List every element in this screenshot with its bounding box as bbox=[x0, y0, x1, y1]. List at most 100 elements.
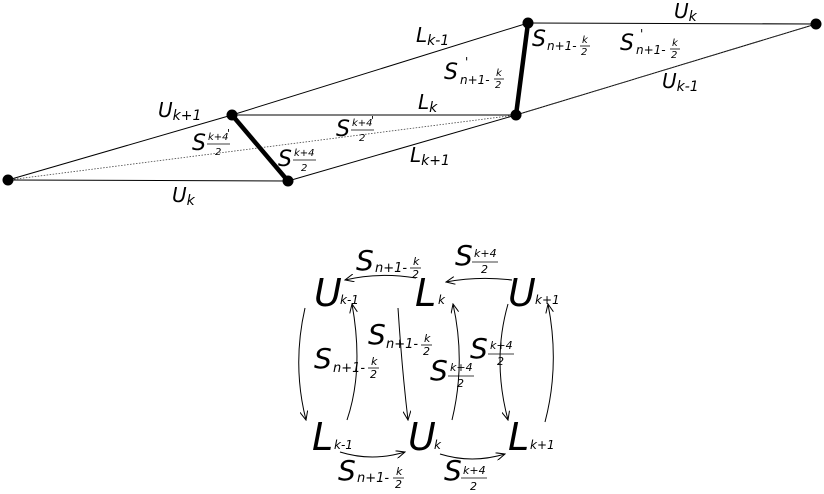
label-s-n1-k2-middle: S n+1- k 2 bbox=[368, 318, 432, 358]
svg-text:S: S bbox=[278, 147, 292, 172]
svg-text:k+4: k+4 bbox=[294, 148, 315, 159]
node-u-k+1: U k+1 bbox=[508, 271, 560, 315]
svg-text:2: 2 bbox=[470, 480, 477, 493]
label-s-prime-n1-k2-middle: S ' n+1- k 2 bbox=[444, 55, 504, 91]
svg-text:2: 2 bbox=[370, 368, 377, 381]
arrow-l-k-to-u-k-1 bbox=[345, 275, 417, 280]
arrow-l-k-1-to-u-k bbox=[339, 452, 405, 457]
svg-text:n+1-: n+1- bbox=[375, 261, 407, 276]
svg-text:2: 2 bbox=[481, 263, 488, 276]
edge-left-top-u-k+1 bbox=[7, 114, 233, 181]
node-l-k: L k bbox=[415, 271, 446, 315]
label-u-k-bottom: Uk bbox=[172, 183, 196, 209]
svg-text:Lk: Lk bbox=[418, 90, 438, 116]
svg-text:Uk-1: Uk-1 bbox=[662, 69, 699, 95]
svg-text:2: 2 bbox=[581, 47, 587, 58]
node-u-k-1: U k-1 bbox=[314, 271, 359, 315]
svg-text:S: S bbox=[314, 342, 332, 375]
node-l-k-1: L k-1 bbox=[312, 415, 353, 459]
vertex bbox=[2, 174, 14, 186]
svg-text:2: 2 bbox=[395, 478, 402, 491]
svg-text:n+1-: n+1- bbox=[386, 337, 418, 352]
svg-text:U: U bbox=[508, 271, 536, 315]
svg-text:k-1: k-1 bbox=[340, 293, 359, 307]
svg-text:k: k bbox=[496, 68, 503, 79]
svg-text:Lk+1: Lk+1 bbox=[410, 143, 450, 169]
svg-text:S: S bbox=[430, 354, 448, 387]
svg-text:k+4: k+4 bbox=[352, 118, 373, 129]
label-s-prime-k4-2-left: S k+4 ' 2 bbox=[192, 127, 230, 158]
label-s-n1-k2-right-edge: S n+1- k 2 bbox=[532, 27, 590, 58]
svg-text:Uk: Uk bbox=[674, 0, 698, 25]
svg-text:n+1-: n+1- bbox=[547, 39, 577, 53]
svg-text:2: 2 bbox=[359, 133, 365, 144]
svg-text:k+4: k+4 bbox=[208, 132, 229, 143]
svg-text:S: S bbox=[356, 244, 374, 277]
svg-text:L: L bbox=[312, 415, 333, 459]
svg-text:k: k bbox=[672, 38, 679, 49]
label-s-prime-k4-2-middle: S k+4 ' 2 bbox=[336, 114, 374, 144]
svg-text:S: S bbox=[470, 332, 488, 365]
svg-text:n+1-: n+1- bbox=[460, 73, 490, 87]
label-l-k: Lk bbox=[418, 90, 438, 116]
vertex bbox=[810, 18, 822, 30]
arrow-l-k-to-u-k bbox=[397, 307, 408, 420]
svg-text:k+4: k+4 bbox=[474, 247, 497, 260]
svg-text:k: k bbox=[371, 355, 378, 368]
svg-text:S: S bbox=[338, 454, 356, 487]
arrow-u-k-to-l-k bbox=[452, 304, 460, 421]
svg-text:S: S bbox=[336, 117, 350, 142]
svg-text:Uk+1: Uk+1 bbox=[158, 98, 201, 124]
svg-text:': ' bbox=[227, 127, 230, 140]
node-l-k+1: L k+1 bbox=[508, 415, 555, 459]
svg-text:Lk-1: Lk-1 bbox=[416, 23, 449, 49]
svg-text:': ' bbox=[465, 55, 468, 69]
label-u-k-top-right: Uk bbox=[674, 0, 698, 25]
svg-text:2: 2 bbox=[301, 163, 307, 174]
svg-text:S: S bbox=[455, 239, 473, 272]
arrow-u-k+1-to-l-k+1 bbox=[499, 303, 508, 420]
svg-text:k: k bbox=[396, 465, 403, 478]
svg-text:L: L bbox=[415, 271, 436, 315]
vertex bbox=[226, 109, 238, 121]
label-s-k4-2-left-edge: S k+4 2 bbox=[278, 147, 316, 174]
svg-text:Uk: Uk bbox=[172, 183, 196, 209]
svg-text:2: 2 bbox=[423, 345, 430, 358]
svg-text:k: k bbox=[424, 332, 431, 345]
label-u-k+1: Uk+1 bbox=[158, 98, 201, 124]
svg-text:k: k bbox=[438, 293, 446, 307]
svg-text:k+1: k+1 bbox=[530, 438, 555, 452]
label-l-k-1: Lk-1 bbox=[416, 23, 449, 49]
arrow-l-k+1-to-u-k+1 bbox=[544, 304, 554, 423]
label-u-k-1: Uk-1 bbox=[662, 69, 699, 95]
top-diagram: Uk Lk-1 Uk-1 Uk+1 Lk Lk+1 Uk S n+1- k 2 bbox=[2, 0, 822, 209]
edge-l-k-1 bbox=[231, 22, 529, 116]
thick-edge-right bbox=[513, 20, 531, 118]
label-s-k4-2-center: S k+4 2 bbox=[430, 354, 474, 390]
svg-text:S: S bbox=[532, 27, 546, 52]
svg-text:k: k bbox=[434, 438, 442, 452]
svg-text:2: 2 bbox=[457, 377, 464, 390]
svg-text:2: 2 bbox=[215, 147, 221, 158]
svg-text:U: U bbox=[314, 271, 342, 315]
svg-text:S: S bbox=[192, 131, 206, 156]
arrow-u-k+1-to-l-k bbox=[446, 278, 513, 282]
vertex bbox=[510, 109, 522, 121]
label-s-k4-2-bottom: S k+4 2 bbox=[444, 454, 487, 493]
arrow-u-k-to-u-k-1 bbox=[346, 304, 357, 421]
label-s-k4-2-top: S k+4 2 bbox=[455, 239, 498, 276]
vertex bbox=[282, 175, 294, 187]
svg-text:S: S bbox=[620, 31, 634, 56]
svg-text:n+1-: n+1- bbox=[357, 471, 389, 486]
edge-u-k-top bbox=[527, 22, 817, 25]
edge-left-bottom-u-k bbox=[7, 179, 289, 182]
svg-text:k+4: k+4 bbox=[463, 464, 486, 477]
svg-text:2: 2 bbox=[497, 355, 504, 368]
svg-text:k: k bbox=[413, 255, 420, 268]
svg-text:2: 2 bbox=[671, 50, 677, 61]
vertex bbox=[522, 17, 534, 29]
svg-text:2: 2 bbox=[495, 80, 501, 91]
svg-text:k+4: k+4 bbox=[490, 339, 513, 352]
